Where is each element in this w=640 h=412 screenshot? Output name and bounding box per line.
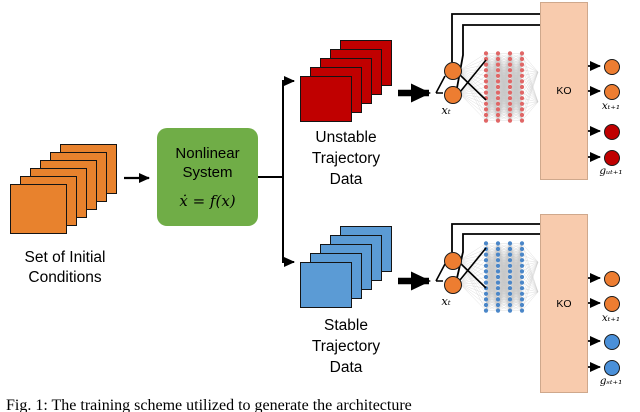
- output-node-unstable-g-2: [604, 150, 620, 166]
- unstable-data-label-line3: Data: [329, 171, 363, 188]
- input-node-stable-1: [444, 252, 462, 270]
- output-label-unstable-x: xₜ₊₁: [601, 100, 621, 112]
- initial-conditions-label-line2: Conditions: [28, 269, 102, 286]
- ko-label-unstable: KO: [556, 85, 572, 97]
- nonlinear-system-title-line1: Nonlinear: [175, 145, 240, 162]
- branch-line: [258, 81, 284, 262]
- nn-mesh-unstable: [459, 51, 539, 123]
- output-node-stable-x-1: [604, 271, 620, 287]
- initial-conditions-label: Set of Initial Conditions: [0, 248, 130, 288]
- output-label-stable-x: xₜ₊₁: [601, 312, 621, 324]
- input-label-unstable: xₜ: [441, 103, 451, 117]
- initial-conditions-label-line1: Set of Initial: [24, 249, 106, 266]
- skip-connection-unstable-1: [451, 13, 540, 62]
- output-node-stable-g-2: [604, 360, 620, 376]
- unstable-data-label-line1: Unstable: [315, 129, 377, 146]
- nn-mesh-stable: [459, 241, 539, 313]
- stable-data-label-line3: Data: [329, 359, 363, 376]
- unstable-data-label-line2: Trajectory: [311, 150, 381, 167]
- stack-card: [300, 76, 352, 122]
- output-node-unstable-g-1: [604, 124, 620, 140]
- ko-box-stable: KO: [540, 214, 588, 393]
- stable-data-label-line2: Trajectory: [311, 338, 381, 355]
- input-wires-stable: [435, 247, 487, 289]
- input-node-stable-2: [444, 276, 462, 294]
- input-label-stable: xₜ: [441, 294, 451, 308]
- stable-data-label: Stable Trajectory Data: [288, 315, 404, 378]
- input-wires-unstable: [435, 59, 487, 101]
- output-node-stable-g-1: [604, 334, 620, 350]
- stack-card: [10, 184, 67, 234]
- skip-connection-stable-1: [451, 223, 540, 252]
- output-node-unstable-x-1: [604, 59, 620, 75]
- input-node-unstable-2: [444, 86, 462, 104]
- stack-card: [300, 262, 352, 308]
- nonlinear-system-title-line2: System: [182, 164, 233, 181]
- output-label-stable-g: gₛₜ₊₁: [599, 375, 623, 387]
- unstable-data-label: Unstable Trajectory Data: [288, 127, 404, 190]
- stable-data-label-line1: Stable: [324, 317, 368, 334]
- ko-box-unstable: KO: [540, 2, 588, 180]
- input-node-unstable-1: [444, 62, 462, 80]
- output-node-stable-x-2: [604, 296, 620, 312]
- output-label-unstable-g: gᵤₜ₊₁: [599, 165, 623, 177]
- figure-caption: Fig. 1: The training scheme utilized to …: [6, 397, 412, 412]
- ko-label-stable: KO: [556, 297, 572, 310]
- nonlinear-system-equation: ẋ = f(x): [179, 192, 236, 210]
- nonlinear-system-box: Nonlinear System ẋ = f(x): [157, 128, 258, 226]
- output-node-unstable-x-2: [604, 84, 620, 100]
